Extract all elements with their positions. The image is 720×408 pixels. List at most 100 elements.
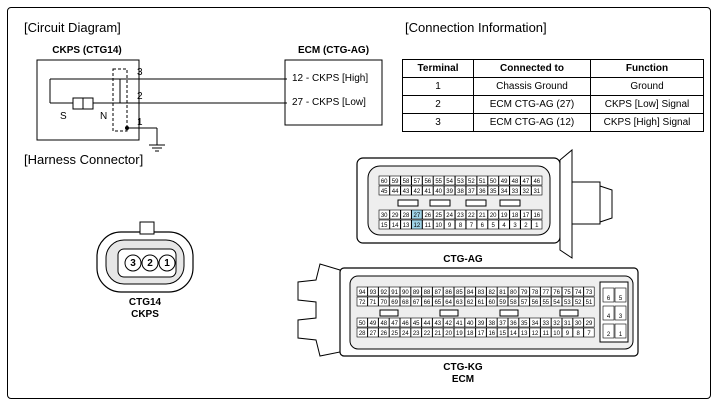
svg-text:35: 35	[521, 321, 528, 327]
ctg-kg-pin: 38	[486, 317, 498, 328]
ctg-kg-pin: 80	[507, 286, 519, 297]
ctg-kg-pin: 88	[421, 286, 433, 297]
svg-text:3: 3	[513, 223, 517, 229]
svg-text:52: 52	[575, 300, 582, 306]
svg-text:5: 5	[619, 296, 623, 302]
ctg-ag-pin: 21	[476, 209, 488, 220]
svg-text:24: 24	[402, 331, 409, 337]
svg-text:22: 22	[424, 331, 431, 337]
ctg-kg-pin: 10	[551, 327, 563, 338]
ctg-ag-pin: 34	[498, 185, 510, 196]
ctg-kg-pin: 16	[486, 327, 498, 338]
svg-text:61: 61	[478, 300, 485, 306]
ctg-ag-pin: 58	[400, 175, 412, 186]
svg-text:51: 51	[479, 179, 486, 185]
ctg-kg-side-pin: 6	[602, 287, 615, 303]
svg-text:94: 94	[359, 290, 366, 296]
ctg14-connector	[96, 221, 194, 293]
ctg-kg-label: CTG-KG	[443, 362, 483, 373]
ctg-kg-pin: 8	[572, 327, 584, 338]
ctg-kg-pin: 13	[518, 327, 530, 338]
ctg-ag-pin: 3	[509, 219, 521, 230]
svg-text:68: 68	[402, 300, 409, 306]
svg-text:19: 19	[501, 213, 508, 219]
ctg-kg-pin: 49	[367, 317, 379, 328]
ctg-ag-pin: 42	[411, 185, 423, 196]
wire-1-label: 1	[137, 117, 143, 128]
svg-text:57: 57	[414, 179, 421, 185]
harness-connector-heading: [Harness Connector]	[24, 152, 144, 167]
svg-text:35: 35	[490, 189, 497, 195]
svg-text:67: 67	[413, 300, 420, 306]
ctg-kg-pin: 81	[497, 286, 509, 297]
svg-text:22: 22	[468, 213, 475, 219]
ctg-kg-pin: 48	[378, 317, 390, 328]
svg-text:46: 46	[533, 179, 540, 185]
ctg-ag-pin: 39	[444, 185, 456, 196]
svg-text:16: 16	[533, 213, 540, 219]
ctg-kg-pin: 76	[551, 286, 563, 297]
svg-text:62: 62	[467, 300, 474, 306]
svg-text:51: 51	[586, 300, 593, 306]
ctg-kg-pin: 69	[389, 296, 401, 307]
ctg-kg-pin: 12	[529, 327, 541, 338]
svg-text:36: 36	[479, 189, 486, 195]
wire-2-label: 2	[137, 91, 143, 102]
svg-text:60: 60	[488, 300, 495, 306]
ctg-ag-pin: 16	[531, 209, 543, 220]
ctg-ag-pin: 13	[400, 219, 412, 230]
ecm-title: ECM (CTG-AG)	[297, 45, 370, 56]
svg-text:1: 1	[535, 223, 539, 229]
ecm-pin-12-label: 12 - CKPS [High]	[292, 73, 369, 84]
ctg-kg-pin: 25	[389, 327, 401, 338]
svg-text:21: 21	[479, 213, 486, 219]
ctg-kg-pin: 58	[507, 296, 519, 307]
ctg-kg-pin: 44	[421, 317, 433, 328]
ctg-kg-pin: 46	[399, 317, 411, 328]
ctg-kg-pin: 78	[529, 286, 541, 297]
ctg-ag-pin: 50	[487, 175, 499, 186]
svg-text:36: 36	[510, 321, 517, 327]
svg-text:2: 2	[524, 223, 528, 229]
ctg-kg-connector	[297, 263, 639, 357]
svg-text:57: 57	[521, 300, 528, 306]
ctg-ag-pin: 36	[476, 185, 488, 196]
ctg-kg-pin: 92	[378, 286, 390, 297]
ctg-kg-pin: 20	[443, 327, 455, 338]
ctg14-label: CTG14	[128, 297, 162, 308]
svg-text:7: 7	[470, 223, 474, 229]
ctg-ag-pin: 4	[498, 219, 510, 230]
svg-text:24: 24	[446, 213, 453, 219]
ctg-kg-pin: 57	[518, 296, 530, 307]
svg-text:44: 44	[392, 189, 399, 195]
ckps-label: CKPS	[131, 309, 159, 320]
ctg-kg-pin: 21	[432, 327, 444, 338]
ctg-ag-pin: 37	[465, 185, 477, 196]
ctg-kg-pin: 17	[475, 327, 487, 338]
ctg-ag-pin: 55	[433, 175, 445, 186]
ctg-ag-pin: 43	[400, 185, 412, 196]
ctg-ag-pin: 10	[433, 219, 445, 230]
ctg-ag-pin: 56	[422, 175, 434, 186]
svg-text:25: 25	[435, 213, 442, 219]
svg-text:42: 42	[445, 321, 452, 327]
table-cell: ECM CTG-AG (12)	[473, 113, 591, 132]
ctg-kg-pin: 22	[421, 327, 433, 338]
svg-text:81: 81	[499, 290, 506, 296]
ctg-kg-pin: 26	[378, 327, 390, 338]
ctg-ag-pin: 48	[509, 175, 521, 186]
ctg-ag-pin: 52	[465, 175, 477, 186]
ctg-ag-pin: 28	[400, 209, 412, 220]
svg-text:39: 39	[446, 189, 453, 195]
svg-text:49: 49	[501, 179, 508, 185]
ctg-ag-pin: 2	[520, 219, 532, 230]
ctg-kg-pin: 53	[561, 296, 573, 307]
ctg-kg-pin: 63	[453, 296, 465, 307]
svg-text:20: 20	[445, 331, 452, 337]
ctg-ag-pin: 14	[389, 219, 401, 230]
ctg-ag-pin: 18	[509, 209, 521, 220]
ctg-kg-side-pin: 3	[614, 305, 627, 321]
svg-text:17: 17	[523, 213, 530, 219]
svg-text:64: 64	[445, 300, 452, 306]
svg-text:45: 45	[381, 189, 388, 195]
